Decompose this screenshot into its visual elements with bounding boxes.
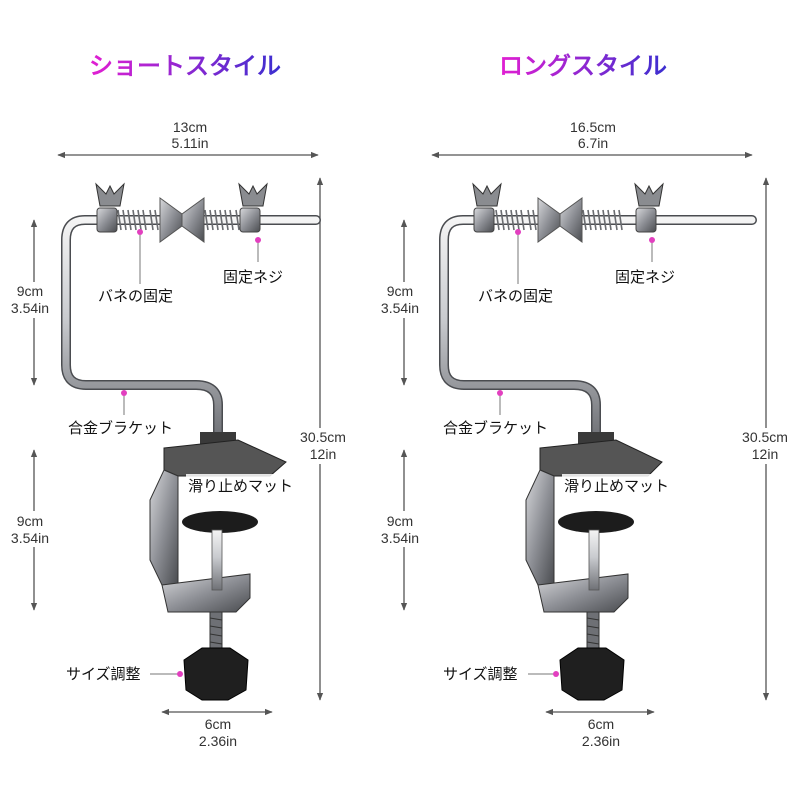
total-height-cm: 30.5cm — [300, 429, 346, 445]
label-alloy-bracket: 合金ブラケット — [443, 419, 548, 437]
label-size-adjust: サイズ調整 — [443, 665, 518, 683]
lower-height-cm: 9cm — [17, 513, 43, 529]
label-size-adjust: サイズ調整 — [66, 665, 141, 683]
clamp-illustration — [149, 432, 287, 701]
label-spring-fixing: バネの固定 — [478, 287, 553, 305]
panel-title: ショートスタイル — [89, 52, 281, 80]
clamp-illustration — [525, 432, 663, 701]
upper-height-cm: 9cm — [17, 283, 43, 299]
upper-height-in: 3.54in — [11, 300, 49, 316]
top-width-cm: 13cm — [173, 119, 207, 135]
top-width-in: 5.11in — [171, 135, 208, 151]
upper-height-in: 3.54in — [381, 300, 419, 316]
top-width-in: 6.7in — [578, 135, 608, 151]
label-spring-fixing: バネの固定 — [98, 287, 173, 305]
top-width-cm: 16.5cm — [570, 119, 616, 135]
total-height-in: 12in — [310, 446, 336, 462]
base-width-cm: 6cm — [205, 716, 231, 732]
base-width-in: 2.36in — [199, 733, 237, 749]
holder-arm-illustration — [61, 182, 321, 443]
panel-long-style: ロングスタイル 16.5cm 6.7in 9cm 3.54in 9cm 3.54… — [372, 52, 798, 749]
label-fixing-screw: 固定ネジ — [223, 268, 283, 286]
lower-height-cm: 9cm — [387, 513, 413, 529]
panel-short-style: ショートスタイル 13cm 5.11in 9cm 3.54in 9cm 3.54… — [2, 52, 356, 749]
panel-title: ロングスタイル — [499, 52, 667, 80]
lower-height-in: 3.54in — [11, 530, 49, 546]
label-alloy-bracket: 合金ブラケット — [68, 419, 173, 437]
base-width-cm: 6cm — [588, 716, 614, 732]
total-height-cm: 30.5cm — [742, 429, 788, 445]
total-height-in: 12in — [752, 446, 778, 462]
base-width-in: 2.36in — [582, 733, 620, 749]
label-fixing-screw: 固定ネジ — [615, 268, 675, 286]
holder-arm-illustration — [439, 182, 757, 443]
label-anti-slip-pad: 滑り止めマット — [564, 477, 669, 495]
label-anti-slip-pad: 滑り止めマット — [188, 477, 293, 495]
lower-height-in: 3.54in — [381, 530, 419, 546]
upper-height-cm: 9cm — [387, 283, 413, 299]
